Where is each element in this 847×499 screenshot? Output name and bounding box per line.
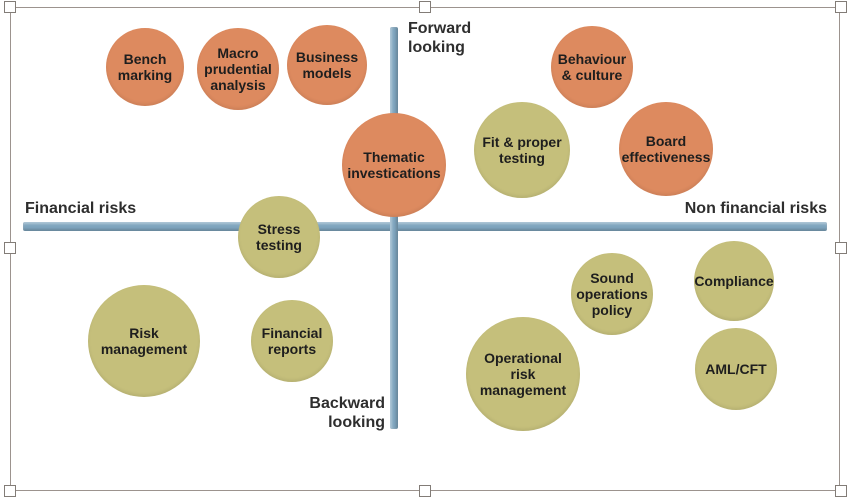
resize-handle-top-left[interactable] [4,1,16,13]
resize-handle-top-right[interactable] [835,1,847,13]
axis-label-backward-looking: Backward looking [309,395,385,431]
resize-handle-bottom-right[interactable] [835,485,847,497]
bubble-label: Risk management [100,325,188,357]
resize-handle-middle-left[interactable] [4,242,16,254]
bubble-financial-reports: Financial reports [251,300,333,382]
bubble-label: AML/CFT [705,361,767,377]
bubble-label: Operational risk management [479,350,567,398]
bubble-label: Fit & proper testing [482,134,562,166]
bubble-compliance: Compliance [694,241,774,321]
bubble-label: Stress testing [256,221,302,253]
bubble-label: Thematic investications [347,149,441,181]
bubble-label: Sound operations policy [576,270,648,318]
bubble-macro-prudential-analysis: Macro prudential analysis [197,28,279,110]
bubble-label: Financial reports [261,325,323,357]
bubble-label: Business models [295,49,359,81]
resize-handle-middle-right[interactable] [835,242,847,254]
resize-handle-top-middle[interactable] [419,1,431,13]
resize-handle-bottom-middle[interactable] [419,485,431,497]
bubble-sound-operations-policy: Sound operations policy [571,253,653,335]
bubble-business-models: Business models [287,25,367,105]
bubble-thematic-investications: Thematic investications [342,113,446,217]
bubble-fit-proper-testing: Fit & proper testing [474,102,570,198]
bubble-bench-marking: Bench marking [106,28,184,106]
bubble-behaviour-culture: Behaviour & culture [551,26,633,108]
bubble-aml-cft: AML/CFT [695,328,777,410]
bubble-stress-testing: Stress testing [238,196,320,278]
bubble-board-effectiveness: Board effectiveness [619,102,713,196]
horizontal-axis-bar [23,222,827,231]
bubble-label: Board effectiveness [621,133,711,165]
axis-label-financial-risks: Financial risks [25,200,137,217]
bubble-risk-management: Risk management [88,285,200,397]
bubble-label: Behaviour & culture [557,51,627,83]
bubble-label: Macro prudential analysis [204,45,272,93]
axis-label-non-financial-risks: Non financial risks [684,200,827,217]
vertical-axis-bar [390,27,398,429]
bubble-label: Compliance [694,273,774,289]
resize-handle-bottom-left[interactable] [4,485,16,497]
bubble-label: Bench marking [117,51,173,83]
bubble-operational-risk-management: Operational risk management [466,317,580,431]
axis-label-forward-looking: Forward looking [408,20,472,56]
